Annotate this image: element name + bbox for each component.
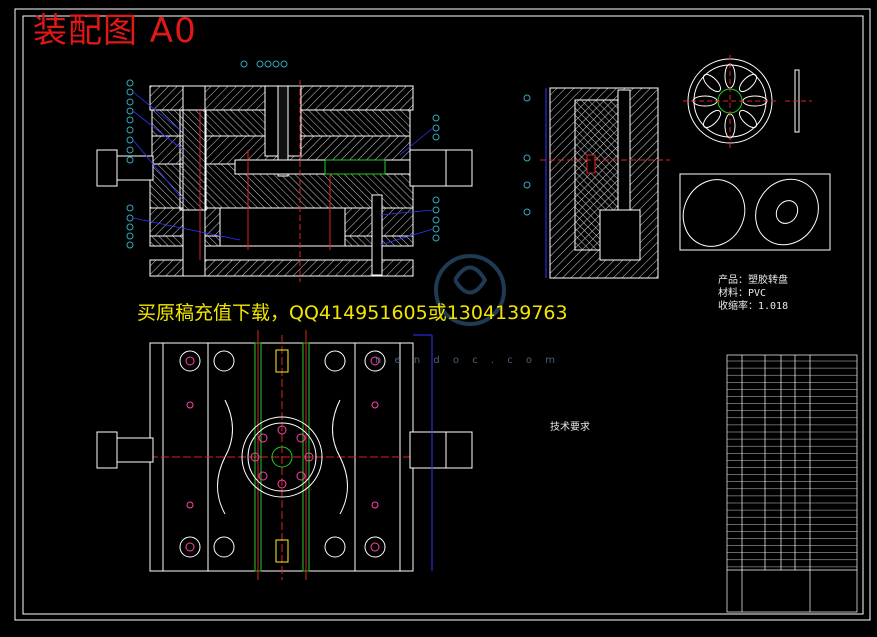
watermark-url: n e n d o c . c o m xyxy=(375,355,560,366)
drawing-title: 装配图 A0 xyxy=(33,11,197,51)
material-value: PVC xyxy=(748,288,767,299)
bom-table xyxy=(726,354,858,613)
side-section-view xyxy=(523,87,670,279)
technical-requirements: 技术要求 xyxy=(550,420,710,435)
product-info: 产品：塑胶转盘 材料：PVC 收缩率：1.018 xyxy=(718,274,788,313)
bom-rows xyxy=(727,360,857,568)
tech-title: 技术要求 xyxy=(550,422,590,433)
product-views xyxy=(679,55,831,251)
watermark-logo xyxy=(434,254,506,326)
front-section-view xyxy=(96,60,473,282)
product-label: 产品： xyxy=(718,275,748,286)
outer-frame xyxy=(14,8,871,621)
inner-frame xyxy=(22,15,864,615)
product-value: 塑胶转盘 xyxy=(748,275,788,286)
shrink-label: 收缩率： xyxy=(718,301,758,312)
shrink-value: 1.018 xyxy=(758,301,789,312)
plan-view xyxy=(96,330,473,580)
download-banner: 买原稿充值下载，QQ414951605或1304139763 xyxy=(137,302,568,324)
material-label: 材料： xyxy=(718,288,748,299)
